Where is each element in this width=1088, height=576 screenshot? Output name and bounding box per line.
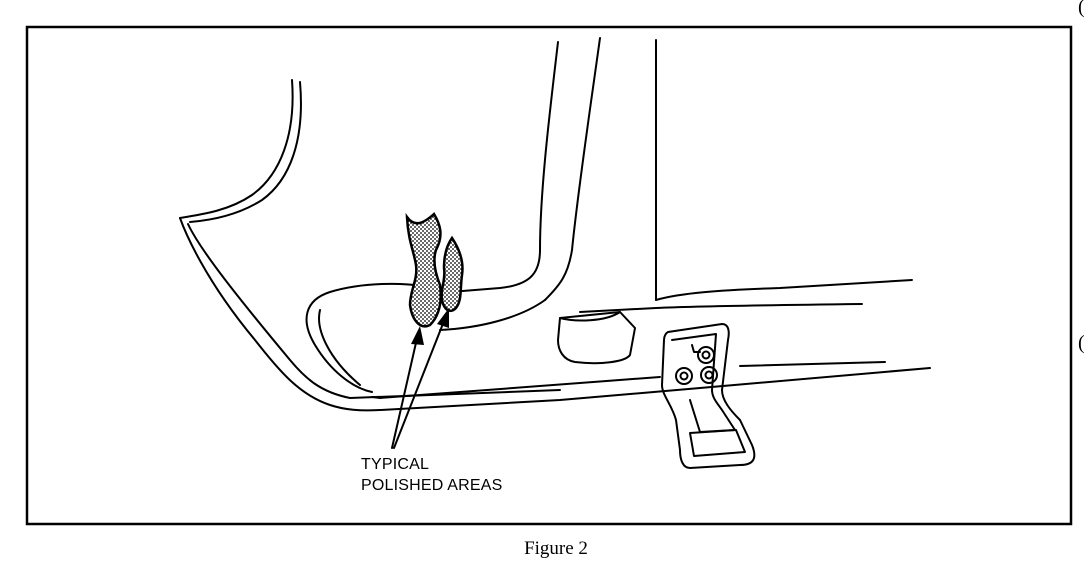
hinge-plate [661,323,756,469]
callout-leader-left [391,333,419,449]
seat-bracket-top [559,311,621,322]
polished-area-right [440,235,464,312]
seat-rail-upper [655,279,913,301]
seat-rail-bottom [739,361,886,367]
figure-border [25,25,1073,526]
hinge-bolt-top [697,346,715,364]
pillar-left-line [449,41,559,293]
hinge-plate-inner [671,333,736,433]
fender-outer-line [179,79,294,219]
polished-area-left [405,212,442,328]
sill-step-line [371,376,661,399]
arrowhead-left [411,326,424,345]
pillar-middle-line [544,37,601,301]
fender-inner-line [189,81,302,223]
callout-leader-right [393,315,447,449]
callout-line-1: TYPICAL [361,456,430,473]
figure-caption: Figure 2 [524,538,588,559]
pillar-base-curve [439,299,546,331]
callout-line-2: POLISHED AREAS [361,477,503,494]
margin-mark-middle: ( [1078,332,1085,354]
seat-rail-lower [579,303,863,313]
floor-panel-inner-edge [187,223,561,399]
hinge-tab [689,429,746,457]
seat-well-inner [318,309,361,386]
seat-bracket-block [557,311,636,365]
hinge-bolt-right [700,366,718,384]
hinge-bolt-left [675,367,693,385]
floor-panel-outline [179,217,931,412]
margin-mark-top: ( [1078,0,1085,18]
callout-label: TYPICAL POLISHED AREAS [361,454,503,496]
arrowhead-right [437,308,449,328]
